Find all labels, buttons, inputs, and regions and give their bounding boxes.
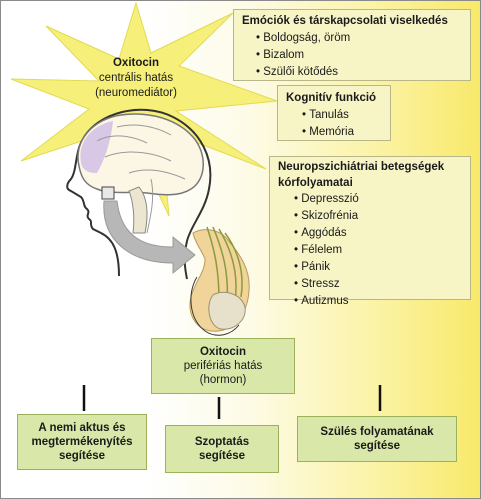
sexual-act-box: A nemi aktus és megtermékenyítés segítés…: [17, 414, 147, 470]
brain-frontal-region: [80, 121, 113, 173]
neuro-title-line2: kórfolyamatai: [278, 177, 353, 189]
birth-line1: Szülés folyamatának: [320, 426, 434, 438]
list-item: Autizmus: [294, 293, 462, 310]
curved-arrow: [103, 200, 196, 275]
list-item: Tanulás: [302, 107, 382, 124]
emotion-box: Emóciók és társkapcsolati viselkedés Bol…: [233, 9, 471, 81]
central-line1: centrális hatás: [98, 72, 174, 84]
peripheral-line1: perifériás hatás: [183, 360, 263, 372]
sex-line1: A nemi aktus és: [38, 422, 126, 434]
central-title: Oxitocin: [112, 57, 159, 69]
brain-folds: [96, 124, 186, 234]
breastfeed-line1: Szoptatás: [194, 436, 250, 448]
emotion-list: Boldogság, öröm Bizalom Szülői kötődés: [242, 30, 462, 81]
central-line2: (neuromediátor): [95, 87, 177, 99]
cognitive-list: Tanulás Memória: [286, 107, 382, 141]
pituitary-outline: [190, 276, 240, 336]
list-item: Aggódás: [294, 225, 462, 242]
hypothalamus-marker: [101, 186, 115, 200]
list-item: Bizalom: [256, 47, 462, 64]
emotion-title: Emóciók és társkapcsolati viselkedés: [242, 15, 448, 27]
neuro-title-line1: Neuropszichiátriai betegségek: [278, 161, 445, 173]
sex-line2: megtermékenyítés: [31, 436, 133, 448]
birth-line2: segítése: [353, 440, 401, 452]
brain-stem: [128, 186, 148, 234]
neuro-list: Depresszió Skizofrénia Aggódás Félelem P…: [278, 191, 462, 310]
cognitive-title: Kognitív funkció: [286, 92, 377, 104]
list-item: Pánik: [294, 259, 462, 276]
list-item: Szülői kötődés: [256, 64, 462, 81]
peripheral-title: Oxitocin: [199, 346, 246, 358]
peripheral-line2: (hormon): [199, 374, 247, 386]
head-silhouette: [66, 108, 212, 280]
cognitive-box: Kognitív funkció Tanulás Memória: [277, 85, 391, 141]
childbirth-box: Szülés folyamatának segítése: [297, 416, 457, 462]
pituitary-lobe: [208, 291, 246, 330]
neuropsychiatric-box: Neuropszichiátriai betegségek kórfolyama…: [269, 156, 471, 307]
sex-line3: segítése: [58, 450, 106, 462]
central-effect-label: Oxitocin centrális hatás (neuromediátor): [71, 56, 201, 101]
list-item: Skizofrénia: [294, 208, 462, 225]
peripheral-effect-box: Oxitocin perifériás hatás (hormon): [151, 338, 295, 394]
list-item: Stressz: [294, 276, 462, 293]
breastfeed-line2: segítése: [198, 450, 246, 462]
list-item: Depresszió: [294, 191, 462, 208]
list-item: Memória: [302, 124, 382, 141]
breastfeeding-box: Szoptatás segítése: [165, 425, 279, 473]
list-item: Félelem: [294, 242, 462, 259]
list-item: Boldogság, öröm: [256, 30, 462, 47]
pituitary-stalk: [206, 226, 243, 304]
